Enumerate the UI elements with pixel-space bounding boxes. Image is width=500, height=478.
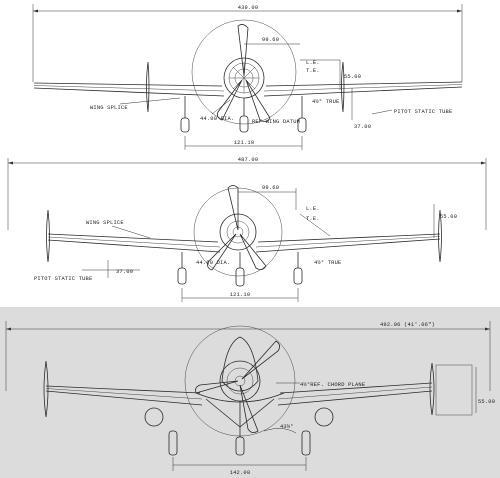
- front-view-drawing-1: 439.00: [0, 0, 500, 152]
- left-wingtip-fin: [46, 209, 50, 263]
- front-view-drawing-2: 487.00: [0, 152, 500, 307]
- trailing-edge-label: T.E.: [306, 68, 320, 74]
- left-wingtip-fin: [146, 61, 150, 113]
- span-dimension: [32, 4, 463, 82]
- span-dimension: [5, 321, 491, 391]
- engine-cowl: [219, 360, 261, 402]
- pitot-label: PITOT STATIC TUBE: [34, 276, 92, 282]
- height-b-label: 37.00: [116, 269, 133, 275]
- wing-splice-label: WING SPLICE: [90, 105, 128, 111]
- wing: [47, 233, 441, 253]
- height-a-label: 55.00: [440, 214, 457, 220]
- fuselage-diameter-label: 44.00 DIA.: [200, 116, 234, 122]
- track-label: 121.10: [234, 140, 255, 146]
- chord-plane-label: 4½°REF. CHORD PLANE: [300, 382, 365, 388]
- dihedral-label: 4½° TRUE: [314, 260, 341, 266]
- dimension-lines: [82, 188, 435, 302]
- span-dimension: [7, 158, 487, 230]
- track-label: 142.00: [230, 470, 251, 476]
- dihedral-label: 4½° TRUE: [312, 99, 339, 105]
- landing-gear: [144, 398, 334, 456]
- stabilizer-outline: [435, 364, 473, 416]
- wing: [45, 382, 433, 406]
- reference-datum-label: REF WING DATUM: [252, 119, 300, 125]
- right-wingtip-fin: [438, 209, 442, 263]
- height-a-label: 55.00: [344, 74, 361, 80]
- propeller-blades: [217, 24, 271, 122]
- leading-edge-label: L.E.: [306, 60, 320, 66]
- right-wingtip-fin: [429, 362, 435, 416]
- canopy: [221, 336, 259, 392]
- height-b-label: 37.00: [354, 124, 371, 130]
- propeller-disk: [191, 19, 297, 125]
- engine-cylinders: [229, 63, 259, 93]
- right-wingtip-fin: [341, 61, 345, 113]
- prop-clearance-label: 99.60: [262, 185, 279, 191]
- height-a-label: 55.00: [478, 399, 495, 405]
- landing-gear: [180, 96, 307, 133]
- prop-clearance-label: 99.60: [262, 37, 279, 43]
- span-label: 439.00: [238, 5, 259, 11]
- wing-splice-label: WING SPLICE: [86, 220, 124, 226]
- left-wingtip-fin: [43, 360, 49, 418]
- fuselage-diameter-label: 44.00 DIA.: [196, 260, 230, 266]
- angle-label: 43½°: [280, 424, 294, 430]
- trailing-edge-label: T.E.: [306, 216, 320, 222]
- propeller-blades: [195, 340, 280, 433]
- leading-edge-label: L.E.: [306, 206, 320, 212]
- wing: [33, 81, 463, 97]
- pitot-label: PITOT STATIC TUBE: [394, 109, 452, 115]
- front-view-drawing-3: 492.06 (41'.06"): [0, 307, 500, 478]
- propeller-blades: [207, 185, 267, 271]
- span-label: 492.06 (41'.06"): [380, 322, 435, 328]
- span-label: 487.00: [238, 157, 259, 163]
- track-label: 121.10: [230, 292, 251, 298]
- dimension-lines: [119, 43, 393, 150]
- dimension-lines: [172, 367, 477, 471]
- landing-gear: [177, 252, 303, 287]
